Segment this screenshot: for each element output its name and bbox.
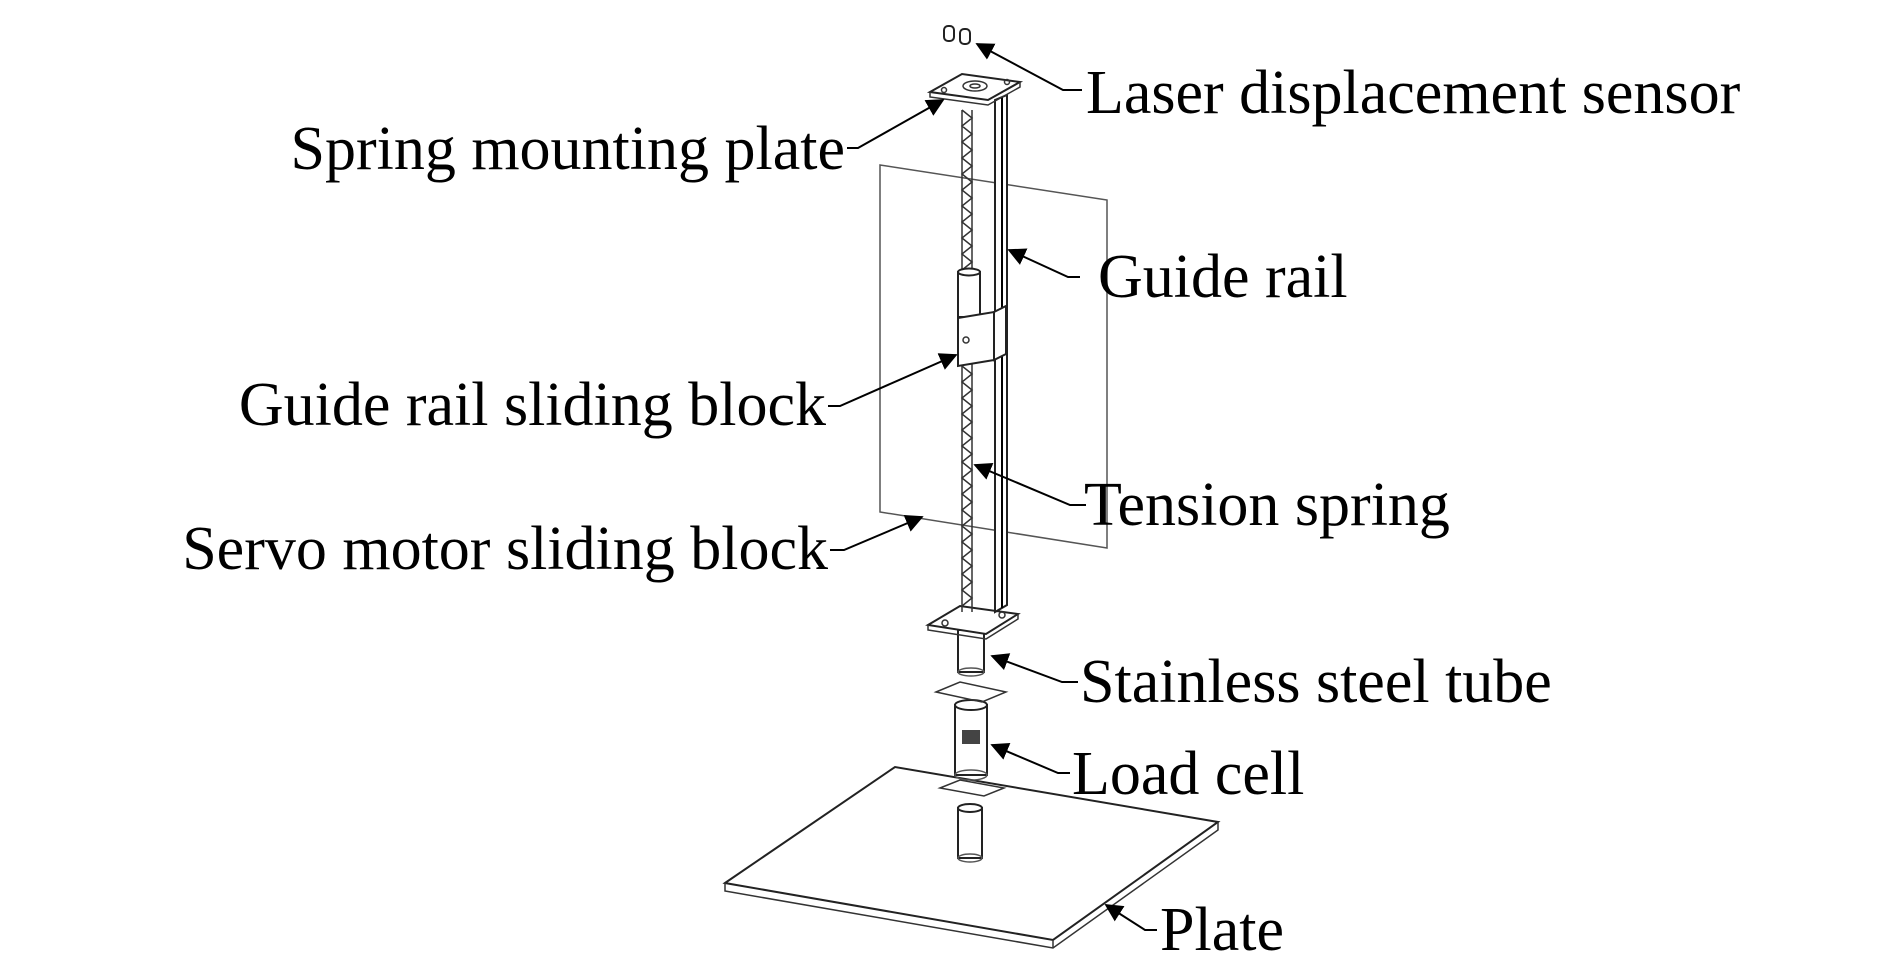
label-guide-rail-sliding-block: Guide rail sliding block — [239, 371, 826, 439]
lower-rod — [957, 803, 983, 863]
label-spring-mounting-plate: Spring mounting plate — [290, 115, 845, 183]
laser-sensor-parts — [943, 25, 971, 45]
label-guide-rail: Guide rail — [1098, 243, 1348, 311]
lower-shim — [937, 779, 1007, 797]
label-tension-spring: Tension spring — [1084, 471, 1450, 539]
leader-lines — [828, 43, 1157, 931]
label-laser-sensor: Laser displacement sensor — [1086, 59, 1741, 127]
label-stainless-steel-tube: Stainless steel tube — [1080, 648, 1552, 716]
sliding-block — [957, 267, 1007, 368]
upper-shim — [933, 681, 1009, 703]
label-plate: Plate — [1160, 896, 1284, 958]
label-load-cell: Load cell — [1072, 740, 1304, 808]
bottom-mount-plate — [925, 604, 1021, 640]
load-cell — [954, 699, 988, 781]
top-mount-plate — [926, 72, 1024, 106]
label-servo-motor-sliding-block: Servo motor sliding block — [182, 515, 828, 583]
servo-sliding-board — [879, 164, 1108, 549]
